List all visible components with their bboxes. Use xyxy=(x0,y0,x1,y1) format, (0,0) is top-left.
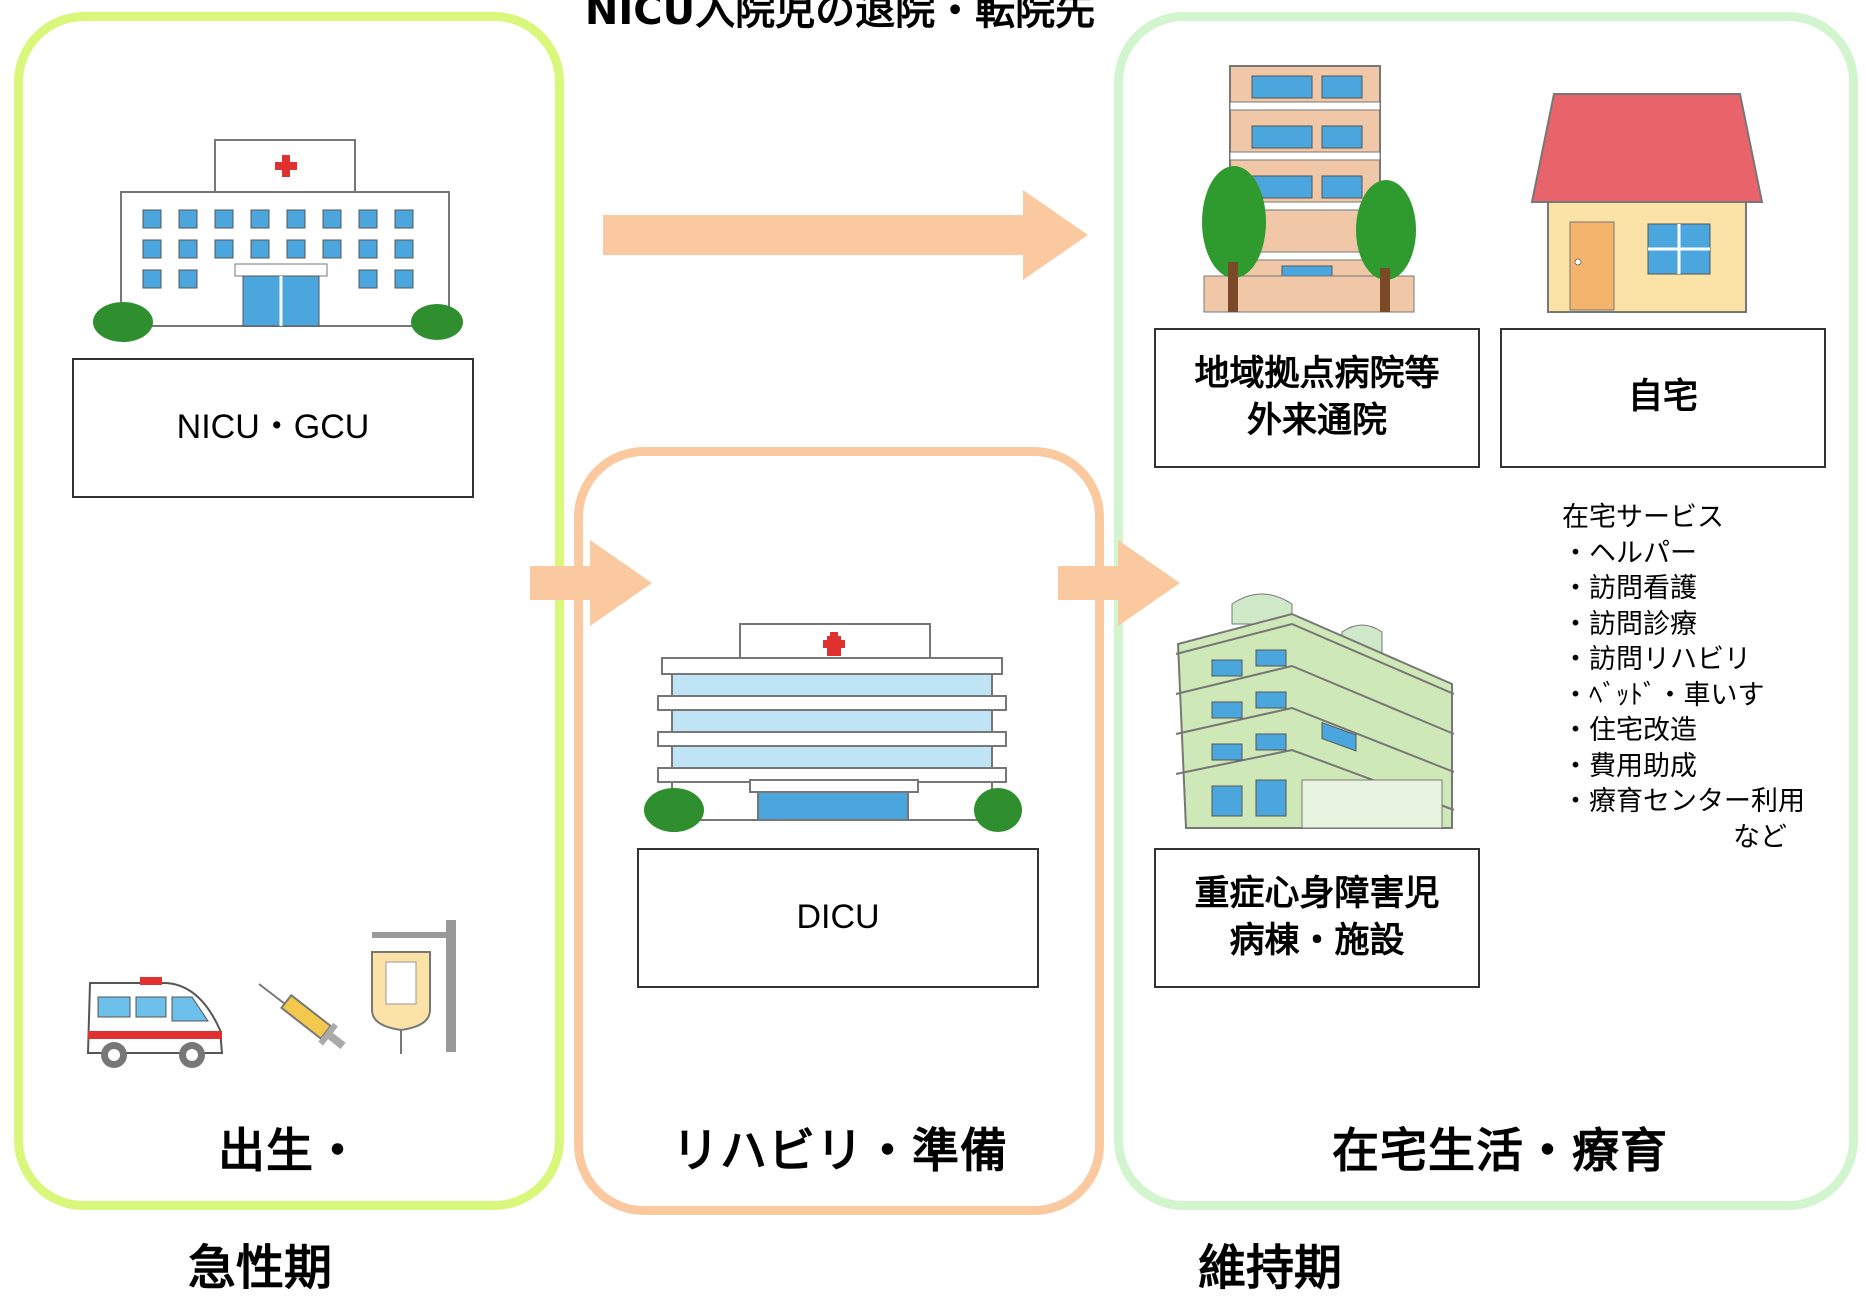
nicu-gcu-label: NICU・GCU xyxy=(72,358,474,498)
service-item: ・訪問看護 xyxy=(1562,573,1697,604)
service-item: ・訪問リハビリ xyxy=(1562,644,1751,675)
acute-phase-label: 急性期 xyxy=(188,1240,333,1296)
ambulance-icon xyxy=(86,977,224,1068)
service-item: ・訪問診療 xyxy=(1562,608,1697,640)
home-caption: 在宅生活・療育 xyxy=(1332,1124,1668,1179)
maintenance-phase-label: 維持期 xyxy=(1198,1240,1343,1296)
syringe-icon xyxy=(258,983,346,1050)
apartment-icon xyxy=(1202,65,1416,313)
diagram-title: NICU入院児の退院・転院先 xyxy=(584,0,1096,34)
services-heading: 在宅サービス xyxy=(1562,502,1724,533)
care-facility-icon xyxy=(1175,593,1455,829)
home-label: 自宅 xyxy=(1500,328,1826,468)
acute-caption: 出生・ xyxy=(218,1124,362,1179)
care-facility-label: 重症心身障害児 病棟・施設 xyxy=(1154,848,1480,988)
home-services-list: 在宅サービス ・ヘルパー ・訪問看護 ・訪問診療 ・訪問リハビリ ・ﾍﾞｯﾄﾞ・… xyxy=(1562,500,1805,855)
large-hospital-icon xyxy=(644,623,1022,832)
services-tail: など xyxy=(1733,821,1787,853)
hospital-icon xyxy=(93,139,463,342)
dicu-label: DICU xyxy=(637,848,1039,988)
arrow-right-icon xyxy=(1058,540,1180,626)
service-item: ・療育センター利用 xyxy=(1562,786,1805,817)
iv-drip-icon xyxy=(371,920,456,1054)
service-item: ・住宅改造 xyxy=(1562,715,1697,746)
arrow-right-icon xyxy=(530,540,652,626)
arrow-right-icon xyxy=(603,190,1088,280)
service-item: ・費用助成 xyxy=(1562,750,1697,782)
service-item: ・ﾍﾞｯﾄﾞ・車いす xyxy=(1562,679,1765,711)
service-item: ・ヘルパー xyxy=(1562,537,1697,569)
regional-hospital-label: 地域拠点病院等 外来通院 xyxy=(1154,328,1480,468)
rehab-caption: リハビリ・準備 xyxy=(672,1124,1008,1179)
house-icon xyxy=(1530,93,1764,313)
rehab-panel xyxy=(574,447,1104,1215)
